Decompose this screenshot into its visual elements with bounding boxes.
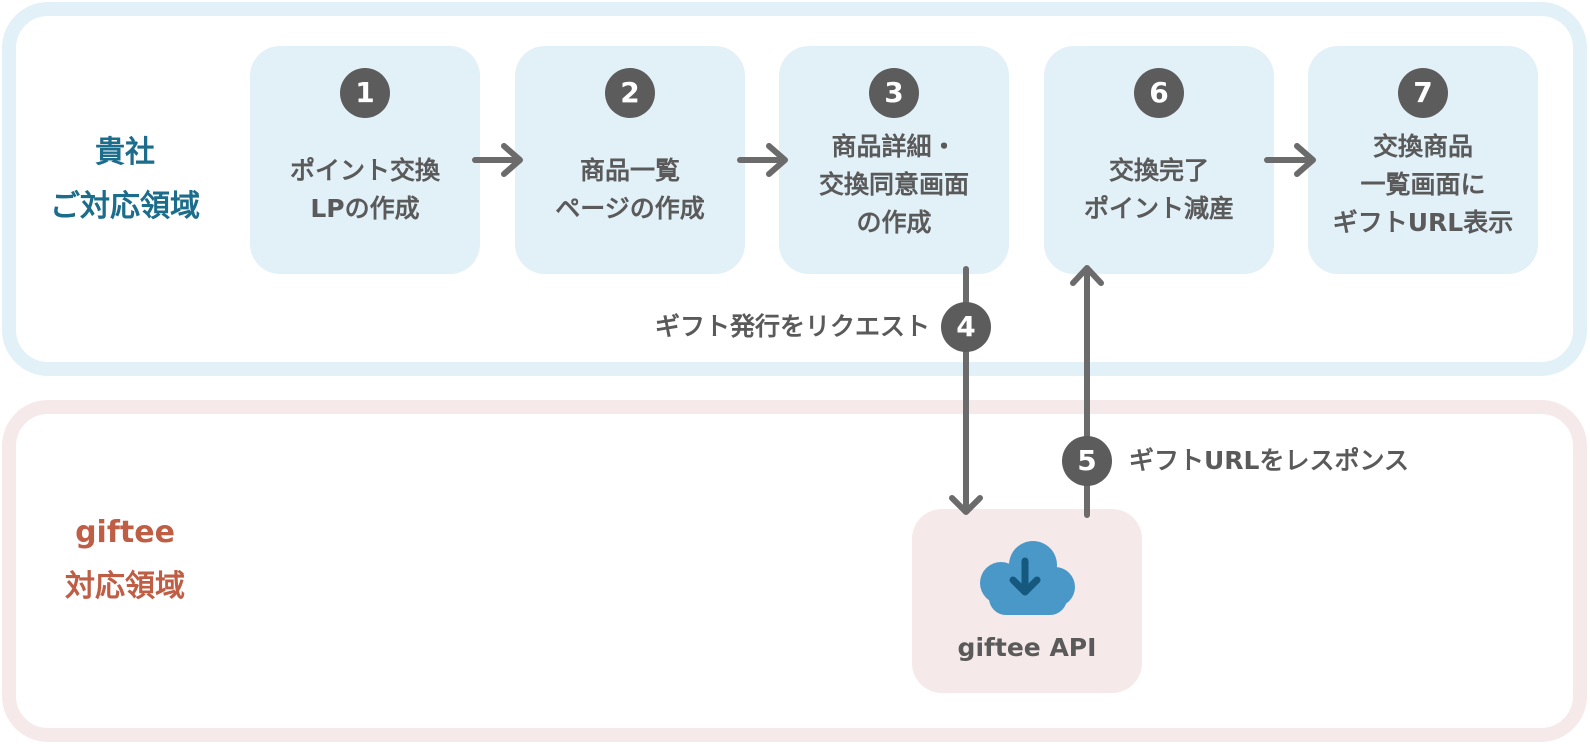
step-7-box: 7 交換商品 一覧画面に ギフトURL表示 — [1308, 46, 1538, 274]
step-7-text: 交換商品 一覧画面に ギフトURL表示 — [1332, 132, 1514, 237]
step-3-text: 商品詳細・ 交換同意画面 の作成 — [818, 132, 969, 237]
response-label: ギフトURLをレスポンス — [1129, 446, 1409, 475]
giftee-region — [2, 400, 1587, 742]
giftee-api-label: giftee API — [957, 633, 1097, 662]
step-1-number: 1 — [340, 68, 390, 118]
flow-5-marker: 5 — [1062, 436, 1112, 486]
step-3-number: 3 — [869, 68, 919, 118]
step-6-number: 6 — [1134, 68, 1184, 118]
step-2-number: 2 — [605, 68, 655, 118]
giftee-region-label: giftee 対応領域 — [65, 515, 185, 604]
step-6-box: 6 交換完了 ポイント減産 — [1044, 46, 1274, 274]
step-1-text: ポイント交換 LPの作成 — [289, 156, 440, 223]
arrow-step2-to-step3 — [737, 143, 788, 177]
giftee-api-box: giftee API — [912, 509, 1142, 693]
step-2-box: 2 商品一覧 ページの作成 — [515, 46, 745, 274]
step-7-number: 7 — [1398, 68, 1448, 118]
step-6-text: 交換完了 ポイント減産 — [1083, 156, 1234, 223]
arrow-step6-to-step7 — [1264, 143, 1316, 177]
step-2-text: 商品一覧 ページの作成 — [555, 156, 705, 223]
step-3-box: 3 商品詳細・ 交換同意画面 の作成 — [779, 46, 1009, 274]
step-1-box: 1 ポイント交換 LPの作成 — [250, 46, 480, 274]
cloud-download-icon — [980, 541, 1075, 615]
request-label: ギフト発行をリクエスト — [654, 312, 930, 341]
client-region-label: 貴社 ご対応領域 — [50, 135, 200, 224]
arrow-step1-to-step2 — [472, 143, 523, 177]
flow-4-marker: 4 — [941, 302, 991, 352]
